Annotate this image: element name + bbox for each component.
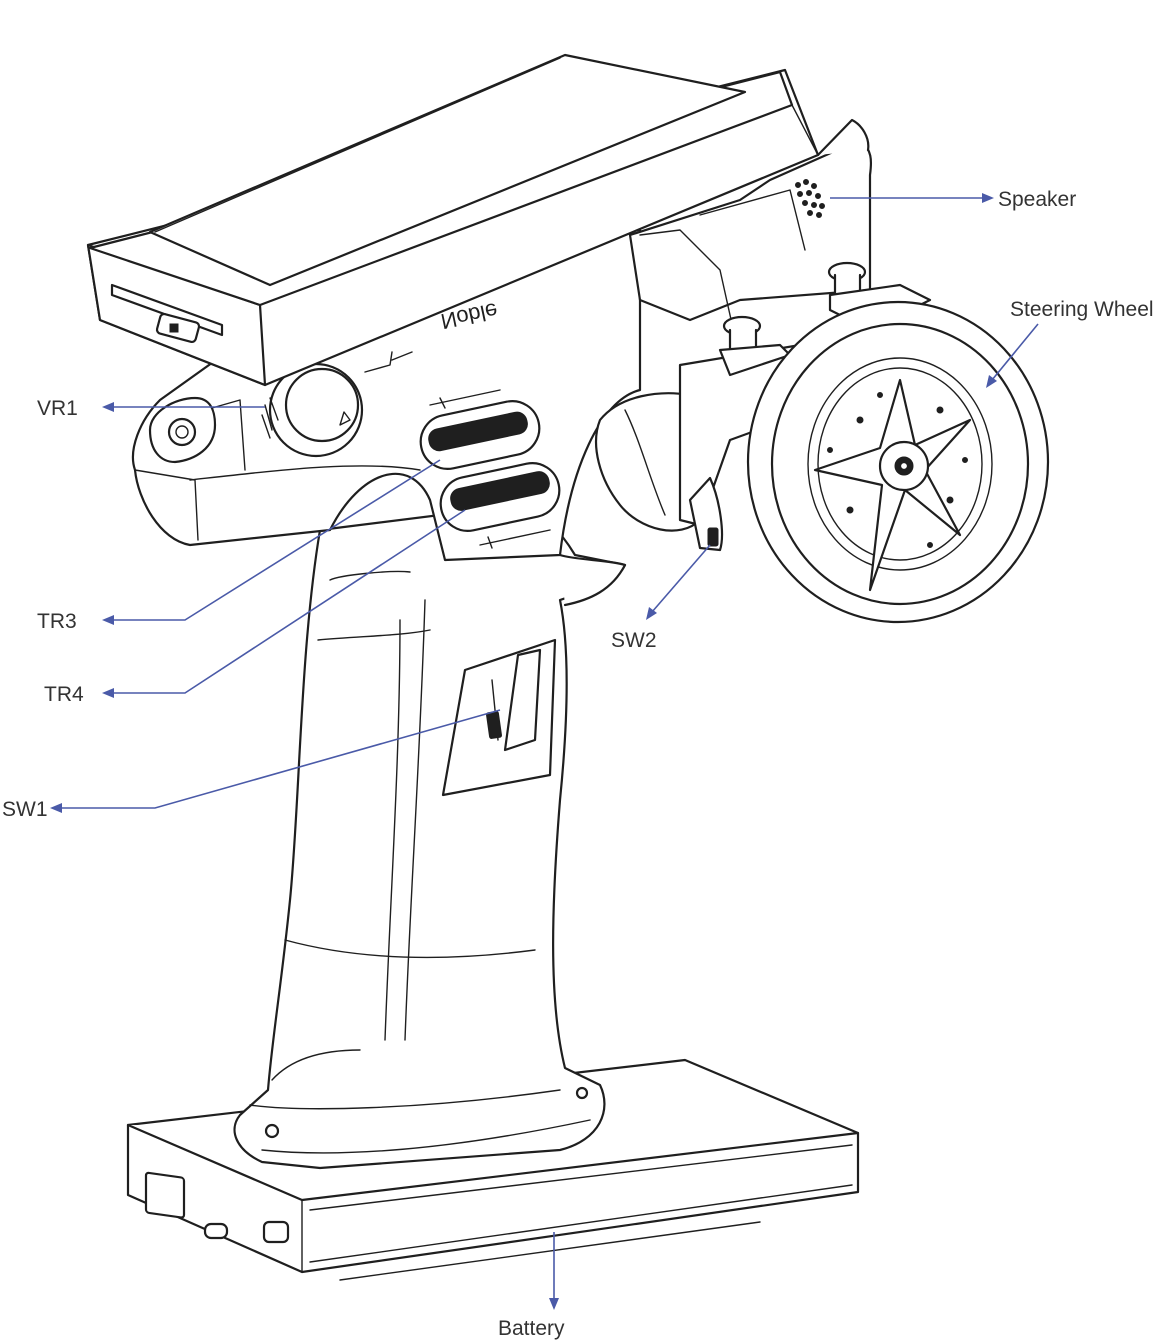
- speaker-grille: [795, 179, 825, 218]
- leader-lines: [50, 193, 1039, 1310]
- steering-wheel: [746, 300, 1050, 624]
- label-steering-wheel: Steering Wheel: [1010, 298, 1154, 321]
- callout-labels: Speaker Steering Wheel VR1 TR3 TR4 SW1 S…: [2, 188, 1154, 1340]
- label-sw2: SW2: [611, 629, 657, 652]
- label-speaker: Speaker: [998, 188, 1076, 211]
- grip-handle: [233, 503, 627, 1170]
- display-screen: [86, 53, 820, 387]
- label-sw1: SW1: [2, 798, 48, 821]
- tr3-trim-wheel: [419, 389, 541, 470]
- label-tr3: TR3: [37, 610, 77, 633]
- label-battery: Battery: [498, 1317, 565, 1340]
- label-vr1: VR1: [37, 397, 78, 420]
- tr4-trim-wheel: [439, 462, 561, 549]
- label-tr4: TR4: [44, 683, 84, 706]
